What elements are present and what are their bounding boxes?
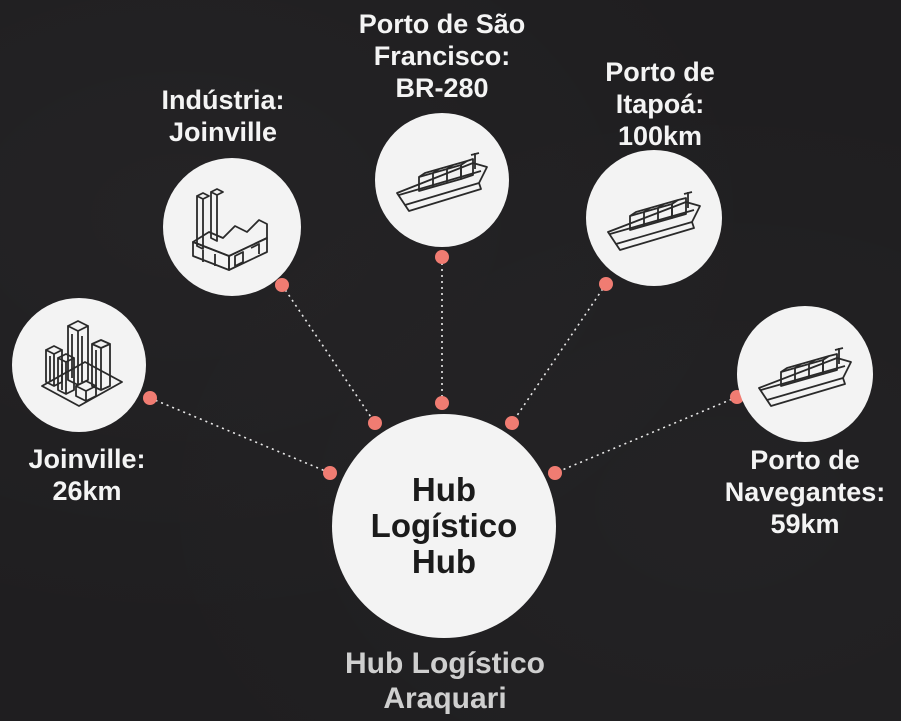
connector-dot-sao-francisco-inner	[435, 396, 449, 410]
node-itapoa	[586, 150, 722, 286]
connector-dot-navegantes-inner	[548, 466, 562, 480]
connector-dot-joinville-outer	[143, 391, 157, 405]
cargo-ship-icon	[758, 347, 852, 407]
connector-dot-industria-inner	[368, 416, 382, 430]
label-navegantes: Porto de Navegantes: 59km	[724, 445, 886, 539]
connector-dot-itapoa-outer	[599, 277, 613, 291]
node-navegantes	[737, 306, 873, 442]
diagram-subtitle: Hub Logístico Araquari	[345, 647, 545, 715]
node-industria	[163, 158, 301, 296]
hub-label: Hub Logístico Hub	[370, 471, 518, 580]
city-buildings-icon	[41, 320, 123, 407]
cargo-ship-icon	[607, 191, 701, 251]
label-industria: Indústria: Joinville	[161, 85, 285, 147]
label-itapoa: Porto de Itapoá: 100km	[605, 57, 715, 151]
connector-line-itapoa	[511, 283, 607, 424]
connector-line-navegantes	[554, 396, 738, 474]
label-sao-francisco: Porto de São Francisco: BR-280	[358, 9, 526, 103]
cargo-ship-icon	[396, 152, 488, 212]
label-joinville: Joinville: 26km	[28, 444, 146, 506]
connector-dot-itapoa-inner	[505, 416, 519, 430]
node-joinville	[12, 298, 146, 432]
hub-node: Hub Logístico Hub	[332, 414, 556, 638]
connector-line-industria	[281, 284, 376, 424]
connector-dot-industria-outer	[275, 278, 289, 292]
connector-dot-sao-francisco-outer	[435, 250, 449, 264]
connector-line-joinville	[149, 397, 331, 474]
factory-icon	[192, 188, 268, 271]
connector-dot-joinville-inner	[323, 466, 337, 480]
node-sao-francisco	[375, 113, 509, 247]
